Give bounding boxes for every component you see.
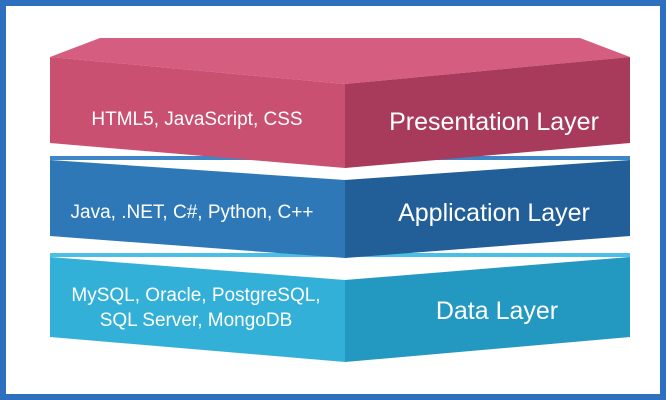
- data-layer-tech-line-2: SQL Server, MongoDB: [100, 310, 293, 331]
- application-layer-tech-line-1: Java, .NET, C#, Python, C++: [71, 202, 314, 223]
- presentation-layer-side-face: [345, 57, 630, 168]
- data-layer-side-face: [345, 257, 630, 362]
- presentation-layer-name: Presentation Layer: [389, 108, 599, 136]
- presentation-layer-block: HTML5, JavaScript, CSS Presentation Laye…: [50, 38, 630, 168]
- data-layer-name: Data Layer: [436, 297, 558, 325]
- application-layer-name: Application Layer: [398, 199, 590, 227]
- data-layer-front-face: [50, 257, 345, 362]
- presentation-layer-tech-line-1: HTML5, JavaScript, CSS: [91, 109, 302, 130]
- application-layer-block: Java, .NET, C#, Python, C++ Application …: [50, 156, 630, 258]
- application-layer-front-face: [50, 160, 345, 258]
- application-layer-side-face: [345, 160, 630, 258]
- presentation-layer-front-face: [50, 57, 345, 168]
- data-layer-block: MySQL, Oracle, PostgreSQL, SQL Server, M…: [50, 253, 630, 362]
- data-layer-tech-line-1: MySQL, Oracle, PostgreSQL,: [71, 285, 320, 306]
- presentation-layer-top-face: [50, 38, 630, 84]
